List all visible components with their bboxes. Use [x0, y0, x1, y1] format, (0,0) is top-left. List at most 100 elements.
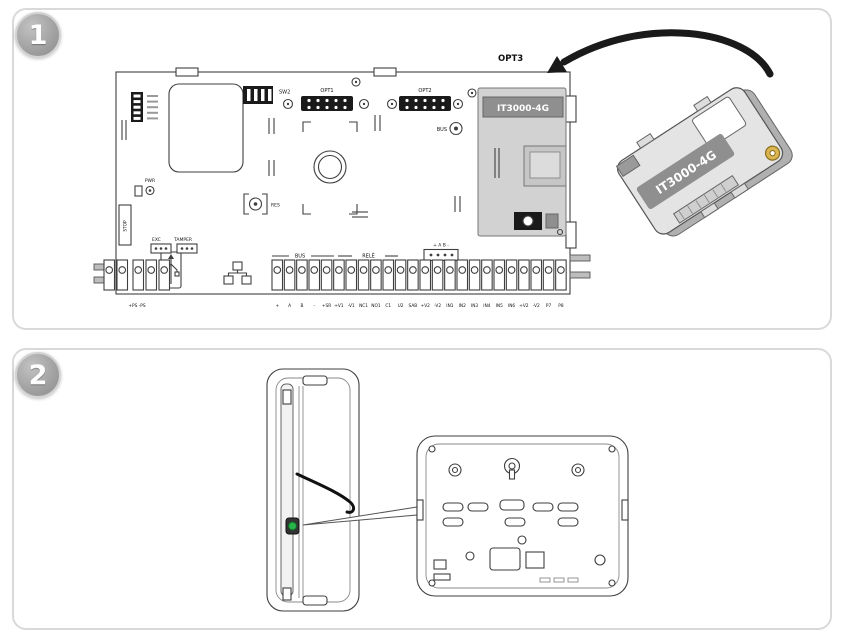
left-screw-stub: [93, 276, 106, 284]
terminal-screw-hole: [532, 266, 541, 274]
terminal-screw-hole: [433, 266, 442, 274]
terminal-label: C1: [385, 303, 391, 309]
section-brackets: BUS RELÈ: [272, 252, 398, 260]
terminal-label: +V2: [519, 303, 529, 309]
right-screw-stub: [569, 254, 591, 262]
terminal-label: IN3: [471, 303, 478, 309]
terminal-screw-hole: [347, 266, 356, 274]
backplate: [416, 435, 629, 597]
screw-bosses: [428, 445, 616, 587]
terminal-screw: [345, 259, 358, 291]
stop-connector: STOP: [118, 204, 132, 246]
terminal-screw-hole: [409, 266, 417, 274]
terminal-screw: [296, 259, 308, 291]
gsm-module: IT3000-4G: [615, 87, 793, 237]
left-edge-slits: [121, 120, 127, 140]
mounting-keyholes: [448, 457, 585, 480]
dip-switch-labels: [147, 95, 158, 120]
module-label-band: [636, 133, 735, 210]
antenna-cable: [295, 472, 356, 514]
res-button: RES: [243, 193, 280, 215]
terminal-screw-hole: [372, 266, 380, 274]
led-dot: [288, 521, 297, 531]
terminal-screw-hole: [458, 266, 467, 274]
terminal-screw: [542, 259, 555, 291]
terminal-screw-hole: [322, 266, 331, 274]
ethernet-icon: [223, 261, 252, 285]
terminal-screw: [382, 259, 395, 291]
terminal-screw: [518, 259, 530, 291]
terminal-screw: [308, 259, 321, 291]
backplate-outline: [416, 435, 629, 597]
terminal-screw-hole: [507, 266, 516, 274]
ab-connector-label: + A B -: [433, 243, 449, 249]
terminal-screw: [431, 259, 444, 291]
backplate-details: [433, 547, 579, 583]
right-screw-stub: [569, 271, 591, 279]
pwr-label: PWR: [145, 178, 155, 184]
terminal-screw-hole: [384, 266, 393, 274]
terminal-label: +: [275, 303, 279, 309]
terminal-screw-hole: [298, 266, 306, 274]
terminal-screw: [283, 259, 296, 291]
terminal-label: U2: [398, 303, 404, 309]
terminal-label: IN6: [508, 303, 515, 309]
opt1-body: [301, 96, 353, 111]
terminal-screw: [370, 259, 382, 291]
cable-slots: [442, 499, 579, 527]
bus-top: BUS: [437, 121, 463, 136]
cover-rib: [280, 383, 294, 597]
board-top-notch: [175, 67, 199, 77]
terminal-screw-hole: [310, 266, 319, 274]
fiducial-brackets: [302, 121, 358, 215]
terminal-screw: [555, 259, 567, 291]
terminal-screw-hole: [483, 266, 491, 274]
terminal-screw: [468, 259, 481, 291]
terminal-screw: [271, 259, 284, 291]
ps-terminals-label: +PS -PS: [128, 303, 145, 309]
terminal-screw-hole: [470, 266, 479, 274]
terminal-screw-hole: [544, 266, 553, 274]
terminal-screw-hole: [273, 266, 282, 274]
board-top-notch: [373, 67, 397, 77]
terminal-label: B: [300, 303, 303, 309]
terminal-label: A: [288, 303, 291, 309]
stop-label: STOP: [123, 220, 129, 232]
terminal-label: +SR: [322, 303, 331, 309]
bus-top-label: BUS: [437, 127, 447, 133]
terminal-screw: [505, 259, 518, 291]
terminal-screw-hole: [421, 266, 430, 274]
led-indicator: [285, 517, 300, 535]
left-terminals: +PS -PS: [103, 259, 171, 309]
terminal-screw-hole: [520, 266, 528, 274]
terminal-label: +V2: [421, 303, 431, 309]
terminal-screw: [333, 259, 345, 291]
terminal-label: -: [313, 304, 315, 309]
exc-tamper-headers: EXC TAMPER: [150, 237, 198, 254]
arrow-head: [547, 56, 567, 73]
terminal-screw: [394, 259, 407, 291]
board-right-tab: [565, 221, 577, 249]
screw-holes: [282, 77, 477, 110]
terminal-label: IN4: [483, 303, 490, 309]
terminal-label: IN5: [496, 303, 503, 309]
terminal-screw-hole: [557, 266, 565, 274]
component-slits: [268, 115, 461, 218]
bus-bottom-label: BUS: [295, 254, 305, 260]
terminal-screw: [320, 259, 333, 291]
terminal-label: IN1: [446, 303, 453, 309]
opt1-label: OPT1: [320, 88, 333, 94]
step1-badge: 1: [15, 12, 61, 58]
terminal-label: +V1: [334, 303, 344, 309]
ab-connector: + A B -: [423, 243, 459, 262]
board-right-tab: [565, 95, 577, 123]
antenna-connector-jack: [522, 215, 534, 227]
pwr-led: PWR: [134, 178, 155, 197]
terminal-screw: [456, 259, 469, 291]
module-component: [692, 96, 747, 148]
res-label: RES: [271, 203, 280, 209]
opt2-label: OPT2: [418, 88, 431, 94]
left-screw-stub: [93, 263, 106, 271]
